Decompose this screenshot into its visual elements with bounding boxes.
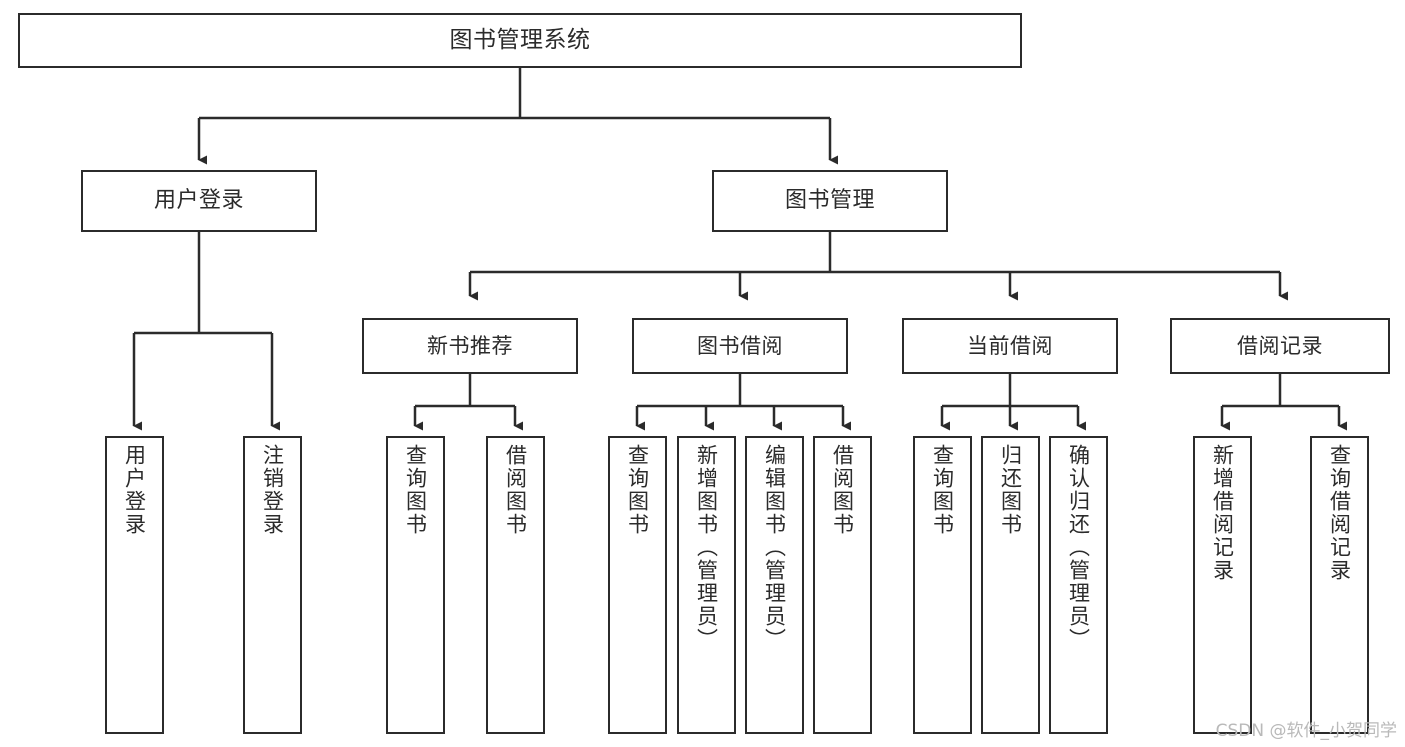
leaf-borrow-record-query[interactable]: 查询借阅记录 <box>1310 436 1369 734</box>
node-new-book-recommend[interactable]: 新书推荐 <box>362 318 578 374</box>
leaf-current-borrow-return[interactable]: 归还图书 <box>981 436 1040 734</box>
node-label: 当前借阅 <box>967 333 1053 358</box>
node-label: 归还图书 <box>998 444 1023 536</box>
leaf-new-book-query[interactable]: 查询图书 <box>386 436 445 734</box>
node-borrow-record[interactable]: 借阅记录 <box>1170 318 1390 374</box>
node-label: 用户登录 <box>153 188 244 214</box>
node-label: 查询图书 <box>625 444 650 536</box>
node-label: 借阅记录 <box>1237 333 1323 358</box>
node-label: 图书管理 <box>784 188 875 214</box>
leaf-book-borrow-query[interactable]: 查询图书 <box>608 436 667 734</box>
node-label: 注销登录 <box>260 444 285 536</box>
node-label: 借阅图书 <box>830 444 855 536</box>
node-label: 新增图书（管理员） <box>694 444 719 651</box>
leaf-book-borrow-edit[interactable]: 编辑图书（管理员） <box>745 436 804 734</box>
node-label: 新增借阅记录 <box>1210 444 1235 582</box>
leaf-new-book-borrow[interactable]: 借阅图书 <box>486 436 545 734</box>
node-label: 用户登录 <box>122 444 147 536</box>
leaf-book-borrow-borrow[interactable]: 借阅图书 <box>813 436 872 734</box>
node-book-management[interactable]: 图书管理 <box>712 170 948 232</box>
leaf-book-borrow-add[interactable]: 新增图书（管理员） <box>677 436 736 734</box>
node-label: 图书借阅 <box>697 333 783 358</box>
leaf-current-borrow-query[interactable]: 查询图书 <box>913 436 972 734</box>
node-user-login[interactable]: 用户登录 <box>81 170 317 232</box>
leaf-user-login-login[interactable]: 用户登录 <box>105 436 164 734</box>
node-label: 新书推荐 <box>427 333 513 358</box>
node-label: 编辑图书（管理员） <box>762 444 787 651</box>
node-current-borrow[interactable]: 当前借阅 <box>902 318 1118 374</box>
node-book-borrow[interactable]: 图书借阅 <box>632 318 848 374</box>
leaf-user-login-logout[interactable]: 注销登录 <box>243 436 302 734</box>
node-root-book-management-system[interactable]: 图书管理系统 <box>18 13 1022 68</box>
node-label: 查询图书 <box>403 444 428 536</box>
leaf-current-borrow-confirm-return[interactable]: 确认归还（管理员） <box>1049 436 1108 734</box>
node-label: 借阅图书 <box>503 444 528 536</box>
leaf-borrow-record-add[interactable]: 新增借阅记录 <box>1193 436 1252 734</box>
node-label: 查询图书 <box>930 444 955 536</box>
csdn-watermark: CSDN @软件_小贺同学 <box>1215 721 1397 741</box>
node-label: 图书管理系统 <box>449 26 591 53</box>
node-label: 确认归还（管理员） <box>1066 444 1091 651</box>
node-label: 查询借阅记录 <box>1327 444 1352 582</box>
